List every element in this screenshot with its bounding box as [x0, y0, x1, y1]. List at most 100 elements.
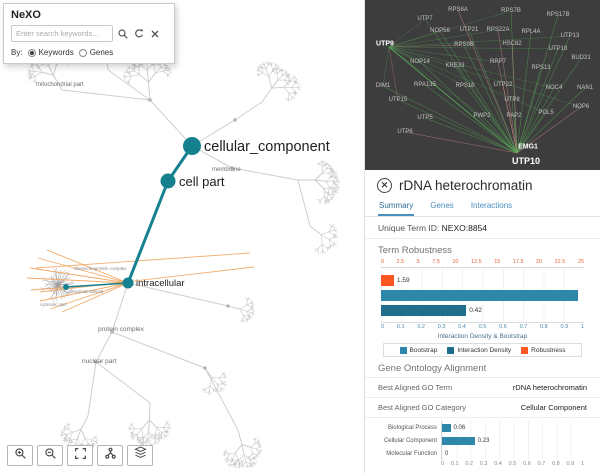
axis-tick: 7.5 [432, 259, 440, 265]
subnetwork-panel[interactable]: UTP7 RPS8A RPS7B RPS17B NOP56 UTP21 RPS22A RPL4… [365, 0, 600, 170]
clear-icon[interactable] [149, 28, 161, 40]
radio-keywords-control[interactable] [27, 48, 36, 57]
fit-to-screen-button[interactable] [67, 445, 93, 466]
zoom-in-button[interactable] [7, 445, 33, 466]
tree-minor-label[interactable]: mitochondrial part [36, 82, 84, 88]
tab-interactions[interactable]: Interactions [470, 201, 513, 210]
network-node-label[interactable]: UTP13 [560, 33, 580, 39]
axis-tick: 22.5 [554, 259, 566, 265]
zoom-in-icon [14, 447, 27, 465]
tree-node-intracellular[interactable] [122, 277, 134, 289]
tree-minor-label[interactable]: ribosomal subunit [68, 289, 104, 294]
axis-tick: 2.5 [396, 259, 405, 265]
network-node-label[interactable]: NOC4 [545, 85, 563, 91]
network-node-label[interactable]: UTP8 [504, 97, 520, 103]
tree-node-label[interactable]: intracellular [136, 278, 185, 289]
network-node-label[interactable]: KRE33 [445, 63, 465, 69]
radio-keywords-label: Keywords [38, 48, 74, 57]
network-node-label[interactable]: RPS16 [455, 83, 475, 89]
tree-minor-label[interactable]: membrane [212, 167, 241, 173]
tree-node-cellular-component[interactable] [183, 137, 201, 155]
network-node-label[interactable]: NOP6 [572, 104, 590, 110]
zoom-out-icon [44, 447, 57, 465]
network-node-label[interactable]: RPS8A [448, 7, 468, 13]
detail-tabs: Summary Genes Interactions [365, 197, 600, 217]
axis-tick: 0.2 [417, 324, 425, 331]
go-category-label: Best Aligned GO Category [378, 403, 466, 413]
radio-genes-label: Genes [89, 48, 114, 57]
tab-summary[interactable]: Summary [378, 198, 415, 216]
axis-tick: 25 [577, 259, 584, 265]
bar-robustness [381, 274, 394, 286]
tree-node-label[interactable]: cellular_component [204, 139, 330, 155]
tree-minor-label[interactable]: nuclear part [82, 358, 117, 365]
network-node-label[interactable]: EMG1 [518, 143, 538, 151]
detail-header: ✕ rDNA heterochromatin [365, 170, 600, 197]
legend-item: Bootstrap [399, 346, 437, 354]
network-node-label[interactable]: RPA135 [414, 82, 436, 88]
network-node-label[interactable]: NAN1 [576, 85, 594, 91]
network-node-label[interactable]: POL5 [538, 110, 554, 116]
tree-node-cell-part[interactable] [160, 173, 176, 189]
network-node-label[interactable]: UTP22 [493, 82, 513, 88]
axis-tick: 0.5 [478, 324, 487, 331]
bar-biological-process [442, 423, 451, 432]
tree-minor-label[interactable]: cytosolic part [40, 302, 67, 307]
legend-item: Interaction Density [447, 346, 511, 354]
reset-icon[interactable] [133, 28, 145, 40]
network-node-label[interactable]: UTP5 [417, 115, 433, 121]
search-input[interactable] [11, 25, 113, 42]
zoom-out-button[interactable] [37, 445, 63, 466]
network-node-label[interactable]: DIM1 [375, 83, 391, 89]
tree-branches [27, 42, 341, 469]
network-node-label[interactable]: RPS7B [501, 8, 521, 14]
bar-value-label: 1.59 [396, 276, 410, 284]
network-node-label[interactable]: BUD21 [571, 55, 591, 61]
tree-node-cluster[interactable] [63, 284, 69, 290]
search-icon[interactable] [117, 28, 129, 40]
close-icon[interactable]: ✕ [377, 178, 392, 193]
network-node-label[interactable]: PWP2 [473, 113, 491, 119]
network-node-label[interactable]: UTP7 [417, 16, 433, 22]
axis-tick: 0.1 [450, 461, 459, 468]
network-node-label[interactable]: RPS9B [454, 42, 474, 48]
network-node-label[interactable]: RRP7 [489, 59, 507, 65]
go-alignment-table: Best Aligned GO Term rDNA heterochromati… [365, 377, 600, 419]
axis-tick: 0.6 [523, 461, 531, 468]
radio-keywords[interactable]: Keywords [27, 48, 74, 57]
subnetwork-edges [382, 9, 586, 154]
category-label: Molecular Function [386, 450, 437, 457]
network-node-label[interactable]: UTP15 [388, 97, 408, 103]
tree-minor-label[interactable]: protein complex [98, 326, 145, 333]
network-node-label[interactable]: UTP10 [511, 156, 541, 166]
layers-button[interactable] [127, 445, 153, 466]
radio-genes[interactable]: Genes [78, 48, 114, 57]
network-node-label[interactable]: UTP18 [548, 46, 568, 52]
tab-genes[interactable]: Genes [430, 201, 454, 210]
network-node-label[interactable]: RPL4A [521, 29, 541, 35]
network-node-label[interactable]: UTP9 [376, 40, 394, 48]
axis-tick: 0.1 [396, 324, 405, 331]
tree-node-label[interactable]: cell part [179, 174, 225, 189]
network-node-label[interactable]: RPS22A [486, 27, 510, 33]
layout-button[interactable] [97, 445, 123, 466]
legend-swatch [521, 346, 529, 354]
fit-to-screen-icon [74, 447, 87, 465]
tree-minor-label[interactable]: ribonucleoprotein complex [74, 266, 127, 271]
network-node-label[interactable]: NOP56 [430, 28, 450, 34]
network-node-label[interactable]: NOP14 [410, 59, 430, 65]
network-node-label[interactable]: UTP6 [397, 129, 413, 135]
network-node-label[interactable]: RPS13 [531, 65, 551, 71]
network-node-label[interactable]: HSC82 [502, 41, 522, 47]
network-node-label[interactable]: PAP2 [506, 113, 522, 119]
legend-label: Robustness [531, 346, 566, 354]
radio-genes-control[interactable] [78, 48, 87, 57]
network-node-label[interactable]: UTP21 [459, 27, 479, 33]
chart-row: 1.59 [381, 273, 584, 287]
network-node-label[interactable]: RPS17B [546, 12, 570, 18]
